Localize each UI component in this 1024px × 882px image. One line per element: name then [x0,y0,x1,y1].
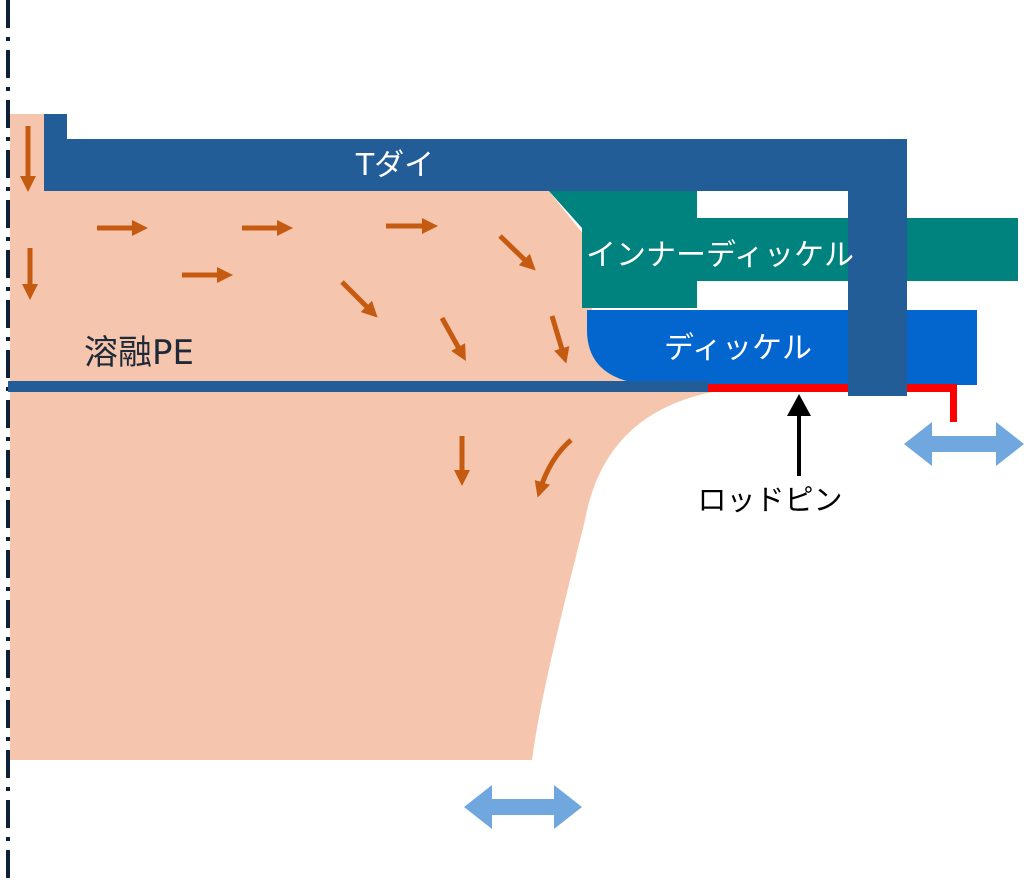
t-die-lip [44,114,67,142]
inner-deckle-label: インナーディッケル [586,238,854,273]
molten-pe-label: 溶融PE [84,333,194,373]
rod-pin-tip [950,384,957,422]
flow-arrows [19,126,573,498]
t-die-label: Tダイ [355,148,434,183]
flow-arrow-icon [498,234,536,271]
flow-arrow-icon [534,438,573,498]
pointer-arrow-icon [787,394,811,416]
die-line [8,381,708,392]
t-die-body [44,139,907,191]
flow-arrow-icon [439,316,466,361]
double-headed-arrow-icon [904,422,1024,466]
t-die-side [848,139,907,396]
rod-pin [680,384,956,392]
deckle-label: ディッケル [664,331,812,366]
flow-arrow-icon [340,280,378,318]
double-headed-arrow-icon [464,785,582,829]
rod-pin-label-bg [697,462,845,526]
rod-pin-label: ロッドピン [697,483,842,517]
flow-arrow-icon [549,315,570,364]
